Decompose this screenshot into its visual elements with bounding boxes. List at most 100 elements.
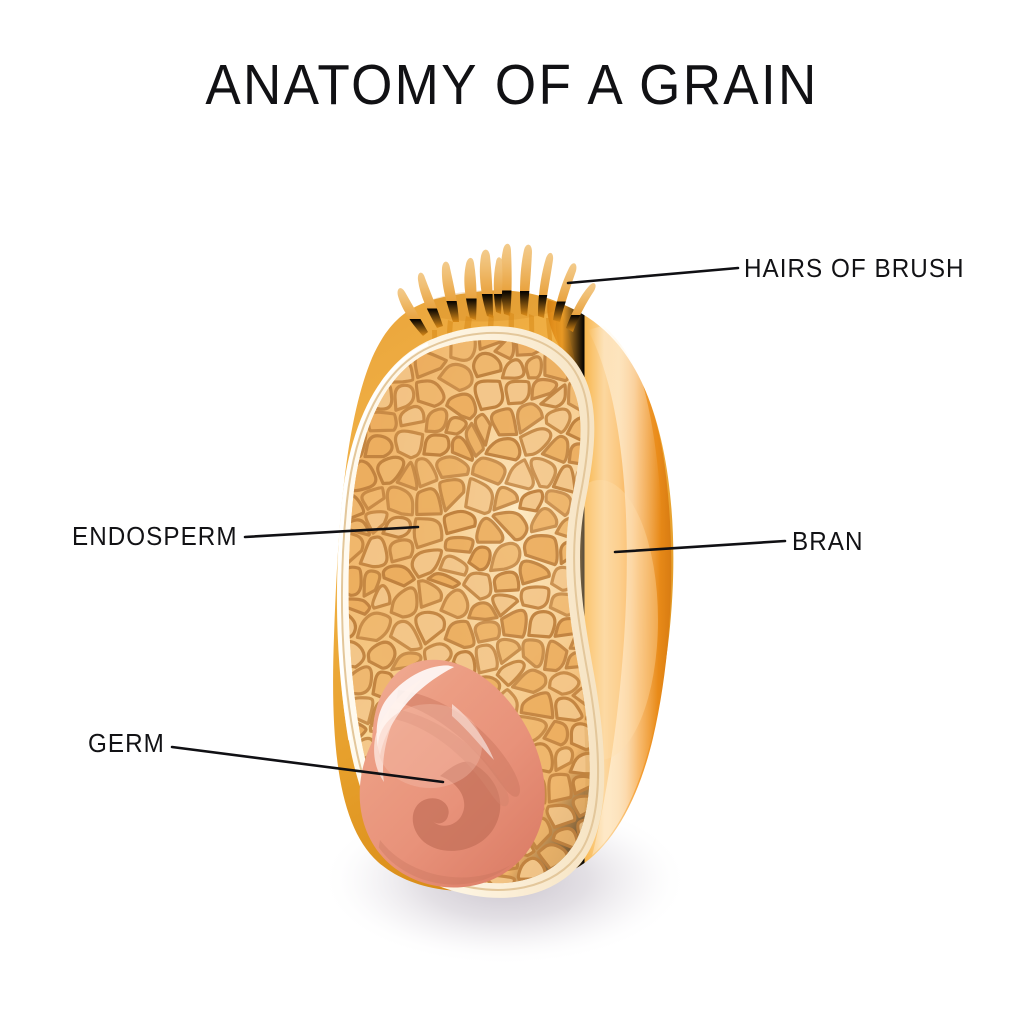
endosperm-cell — [492, 570, 521, 593]
leader-endosperm — [243, 525, 420, 539]
endosperm-cell — [473, 379, 505, 412]
endosperm-cell — [518, 489, 545, 513]
endosperm-cell — [437, 362, 474, 393]
leader-lines — [170, 266, 787, 784]
endosperm-cell — [426, 572, 461, 590]
endosperm-cell — [500, 608, 528, 639]
brush-hair — [538, 252, 554, 318]
endosperm-cell — [519, 585, 551, 610]
label-hairs-of-brush: HAIRS OF BRUSH — [744, 255, 965, 283]
endosperm-cell — [539, 383, 567, 409]
endosperm-cell — [414, 457, 439, 489]
germ-layer — [359, 659, 545, 888]
endosperm-cell — [348, 455, 352, 485]
leader-bran — [613, 539, 787, 554]
endosperm-cell — [366, 410, 398, 433]
brush-hair — [479, 249, 493, 318]
endosperm-cell — [470, 456, 507, 486]
endosperm-cell — [489, 407, 519, 437]
bran-gloss-highlight — [588, 322, 665, 856]
endosperm-cell — [484, 437, 522, 462]
label-bran: BRAN — [792, 528, 864, 556]
endosperm-cell — [524, 355, 543, 380]
endosperm-cell — [489, 541, 522, 573]
endosperm-cell — [527, 610, 557, 639]
endosperm-cell — [414, 379, 446, 408]
endosperm-cell — [376, 455, 406, 486]
endosperm-cell — [516, 856, 547, 881]
membrane-highlight — [337, 342, 429, 741]
endosperm-cell — [627, 328, 649, 346]
endosperm-cell — [464, 421, 485, 458]
endosperm-cell — [390, 651, 423, 672]
endosperm-cell — [518, 427, 553, 457]
label-germ: GERM — [88, 730, 165, 758]
page-title: ANATOMY OF A GRAIN — [205, 53, 819, 117]
brush-hair — [417, 272, 443, 328]
endosperm-cell — [504, 458, 535, 491]
endosperm-cell — [545, 803, 577, 829]
endosperm-cell — [296, 485, 343, 505]
endosperm-cell — [381, 564, 417, 588]
germ-highlight — [374, 678, 424, 782]
brush-hair — [500, 243, 512, 316]
endosperm-cell — [529, 456, 558, 489]
endosperm-cell — [416, 579, 444, 609]
endosperm-cell — [363, 434, 394, 459]
endosperm-cell — [443, 535, 475, 554]
endosperm-cell — [355, 611, 393, 643]
endosperm-cell — [568, 751, 590, 776]
brush-hair — [464, 257, 477, 320]
endosperm-cell — [444, 415, 468, 436]
endosperm-cell — [348, 609, 358, 639]
endosperm-cell — [348, 340, 351, 359]
endosperm-cell — [388, 619, 423, 652]
brush-hair — [520, 244, 532, 316]
endosperm-cell — [439, 588, 470, 620]
endosperm-cell — [515, 402, 544, 435]
endosperm-cell — [362, 569, 382, 598]
endosperm-cell — [438, 478, 466, 513]
endosperm-cell — [414, 610, 447, 646]
endosperm-cell — [571, 794, 590, 818]
endosperm-cell — [543, 639, 569, 673]
endosperm-cell — [544, 407, 572, 434]
brush-hair — [566, 283, 596, 332]
endosperm-cell — [422, 433, 451, 457]
endosperm-cell — [474, 643, 499, 675]
endosperm-cell — [495, 637, 522, 665]
endosperm-cell — [348, 353, 367, 379]
endosperm-cell — [521, 638, 545, 669]
brush-hair — [397, 288, 428, 336]
endosperm-cell — [467, 545, 492, 572]
brush-hair — [441, 261, 459, 322]
endosperm-cell — [569, 722, 590, 752]
endosperm-cell — [504, 379, 531, 406]
label-endosperm: ENDOSPERM — [72, 523, 238, 551]
endosperm-cell — [464, 477, 495, 516]
endosperm-cell — [366, 640, 397, 670]
endosperm-cell — [554, 696, 584, 723]
brush-hair — [553, 263, 577, 322]
germ-highlight — [452, 704, 494, 760]
hairs-of-brush-group — [397, 243, 596, 364]
germ-inner-curl — [412, 761, 501, 851]
endosperm-cell — [398, 404, 426, 428]
endosperm-cell — [443, 619, 476, 650]
endosperm-cell — [393, 429, 425, 460]
endosperm-cell — [473, 620, 502, 644]
endosperm-cell — [395, 460, 419, 491]
endosperm-cell — [348, 639, 366, 669]
endosperm-cell — [495, 659, 526, 687]
endosperm-cell — [491, 510, 529, 542]
endosperm-cell — [530, 377, 559, 401]
endosperm-cell — [348, 597, 372, 616]
endosperm-cell — [337, 298, 358, 332]
endosperm-cell — [438, 554, 469, 577]
endosperm-cell — [442, 509, 477, 536]
endosperm-cell — [492, 485, 520, 512]
endosperm-cell — [467, 601, 499, 621]
endosperm-cell — [424, 407, 449, 434]
endosperm-cell — [471, 351, 503, 379]
endosperm-cell — [542, 719, 570, 747]
